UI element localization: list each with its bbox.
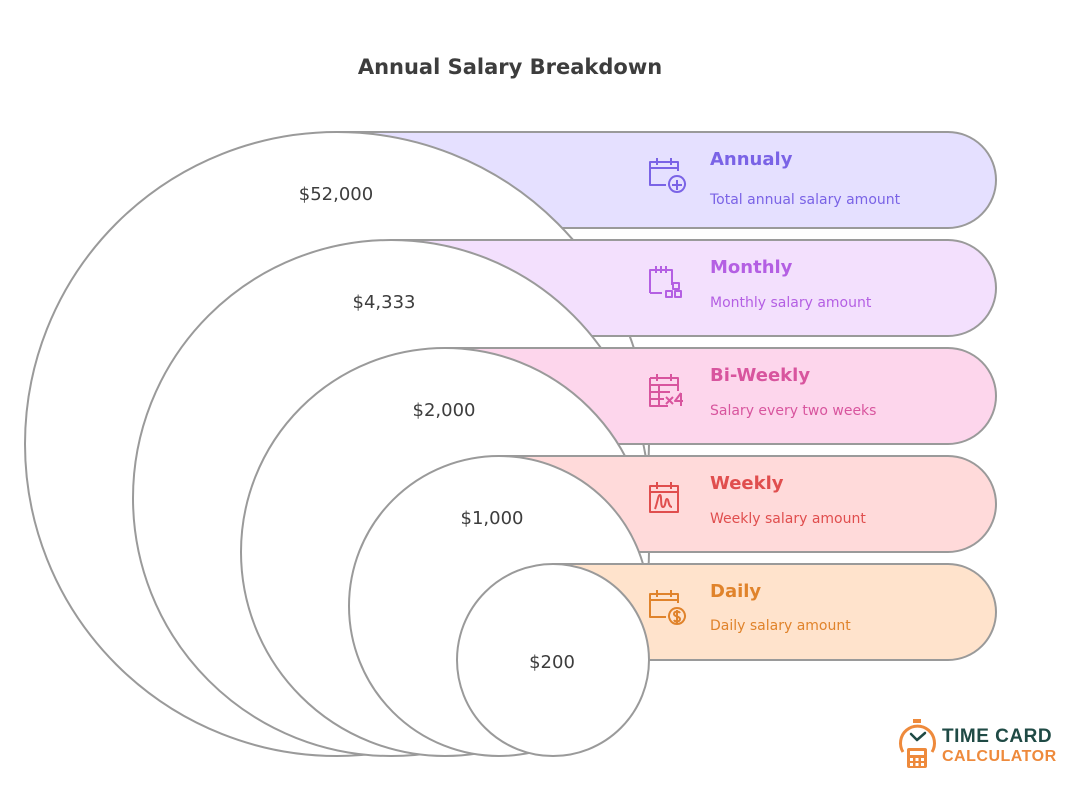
tier-name: Annualy xyxy=(710,149,793,170)
calendar-x4-icon xyxy=(649,374,683,407)
calendar-dollar-icon xyxy=(649,590,686,625)
calendar-blocks-icon xyxy=(649,266,682,298)
time-card-calculator-logo: TIME CARD CALCULATOR xyxy=(896,718,1076,770)
calendar-plus-icon xyxy=(649,158,686,193)
calendar-signature-icon xyxy=(649,482,679,513)
tier-name: Monthly xyxy=(710,257,793,278)
tier-description: Salary every two weeks xyxy=(710,403,876,419)
chart-title: Annual Salary Breakdown xyxy=(357,55,663,79)
tier-circle xyxy=(456,563,650,757)
tier-value: $52,000 xyxy=(299,184,373,205)
stopwatch-calculator-icon xyxy=(899,719,936,768)
tier-name: Bi-Weekly xyxy=(710,365,810,386)
tier-description: Total annual salary amount xyxy=(709,192,901,208)
tier-value: $1,000 xyxy=(461,508,524,529)
tier-name: Daily xyxy=(710,581,761,602)
tier-name: Weekly xyxy=(710,473,784,494)
tier-value: $2,000 xyxy=(413,400,476,421)
tier-band xyxy=(552,563,997,661)
tier-value: $200 xyxy=(529,652,575,673)
tier-description: Daily salary amount xyxy=(710,618,851,634)
tier-value: $4,333 xyxy=(353,292,416,313)
logo-line-1: TIME CARD xyxy=(942,726,1053,747)
tier-description: Monthly salary amount xyxy=(710,295,872,311)
tier-description: Weekly salary amount xyxy=(710,511,866,527)
logo-line-2: CALCULATOR xyxy=(942,748,1057,765)
